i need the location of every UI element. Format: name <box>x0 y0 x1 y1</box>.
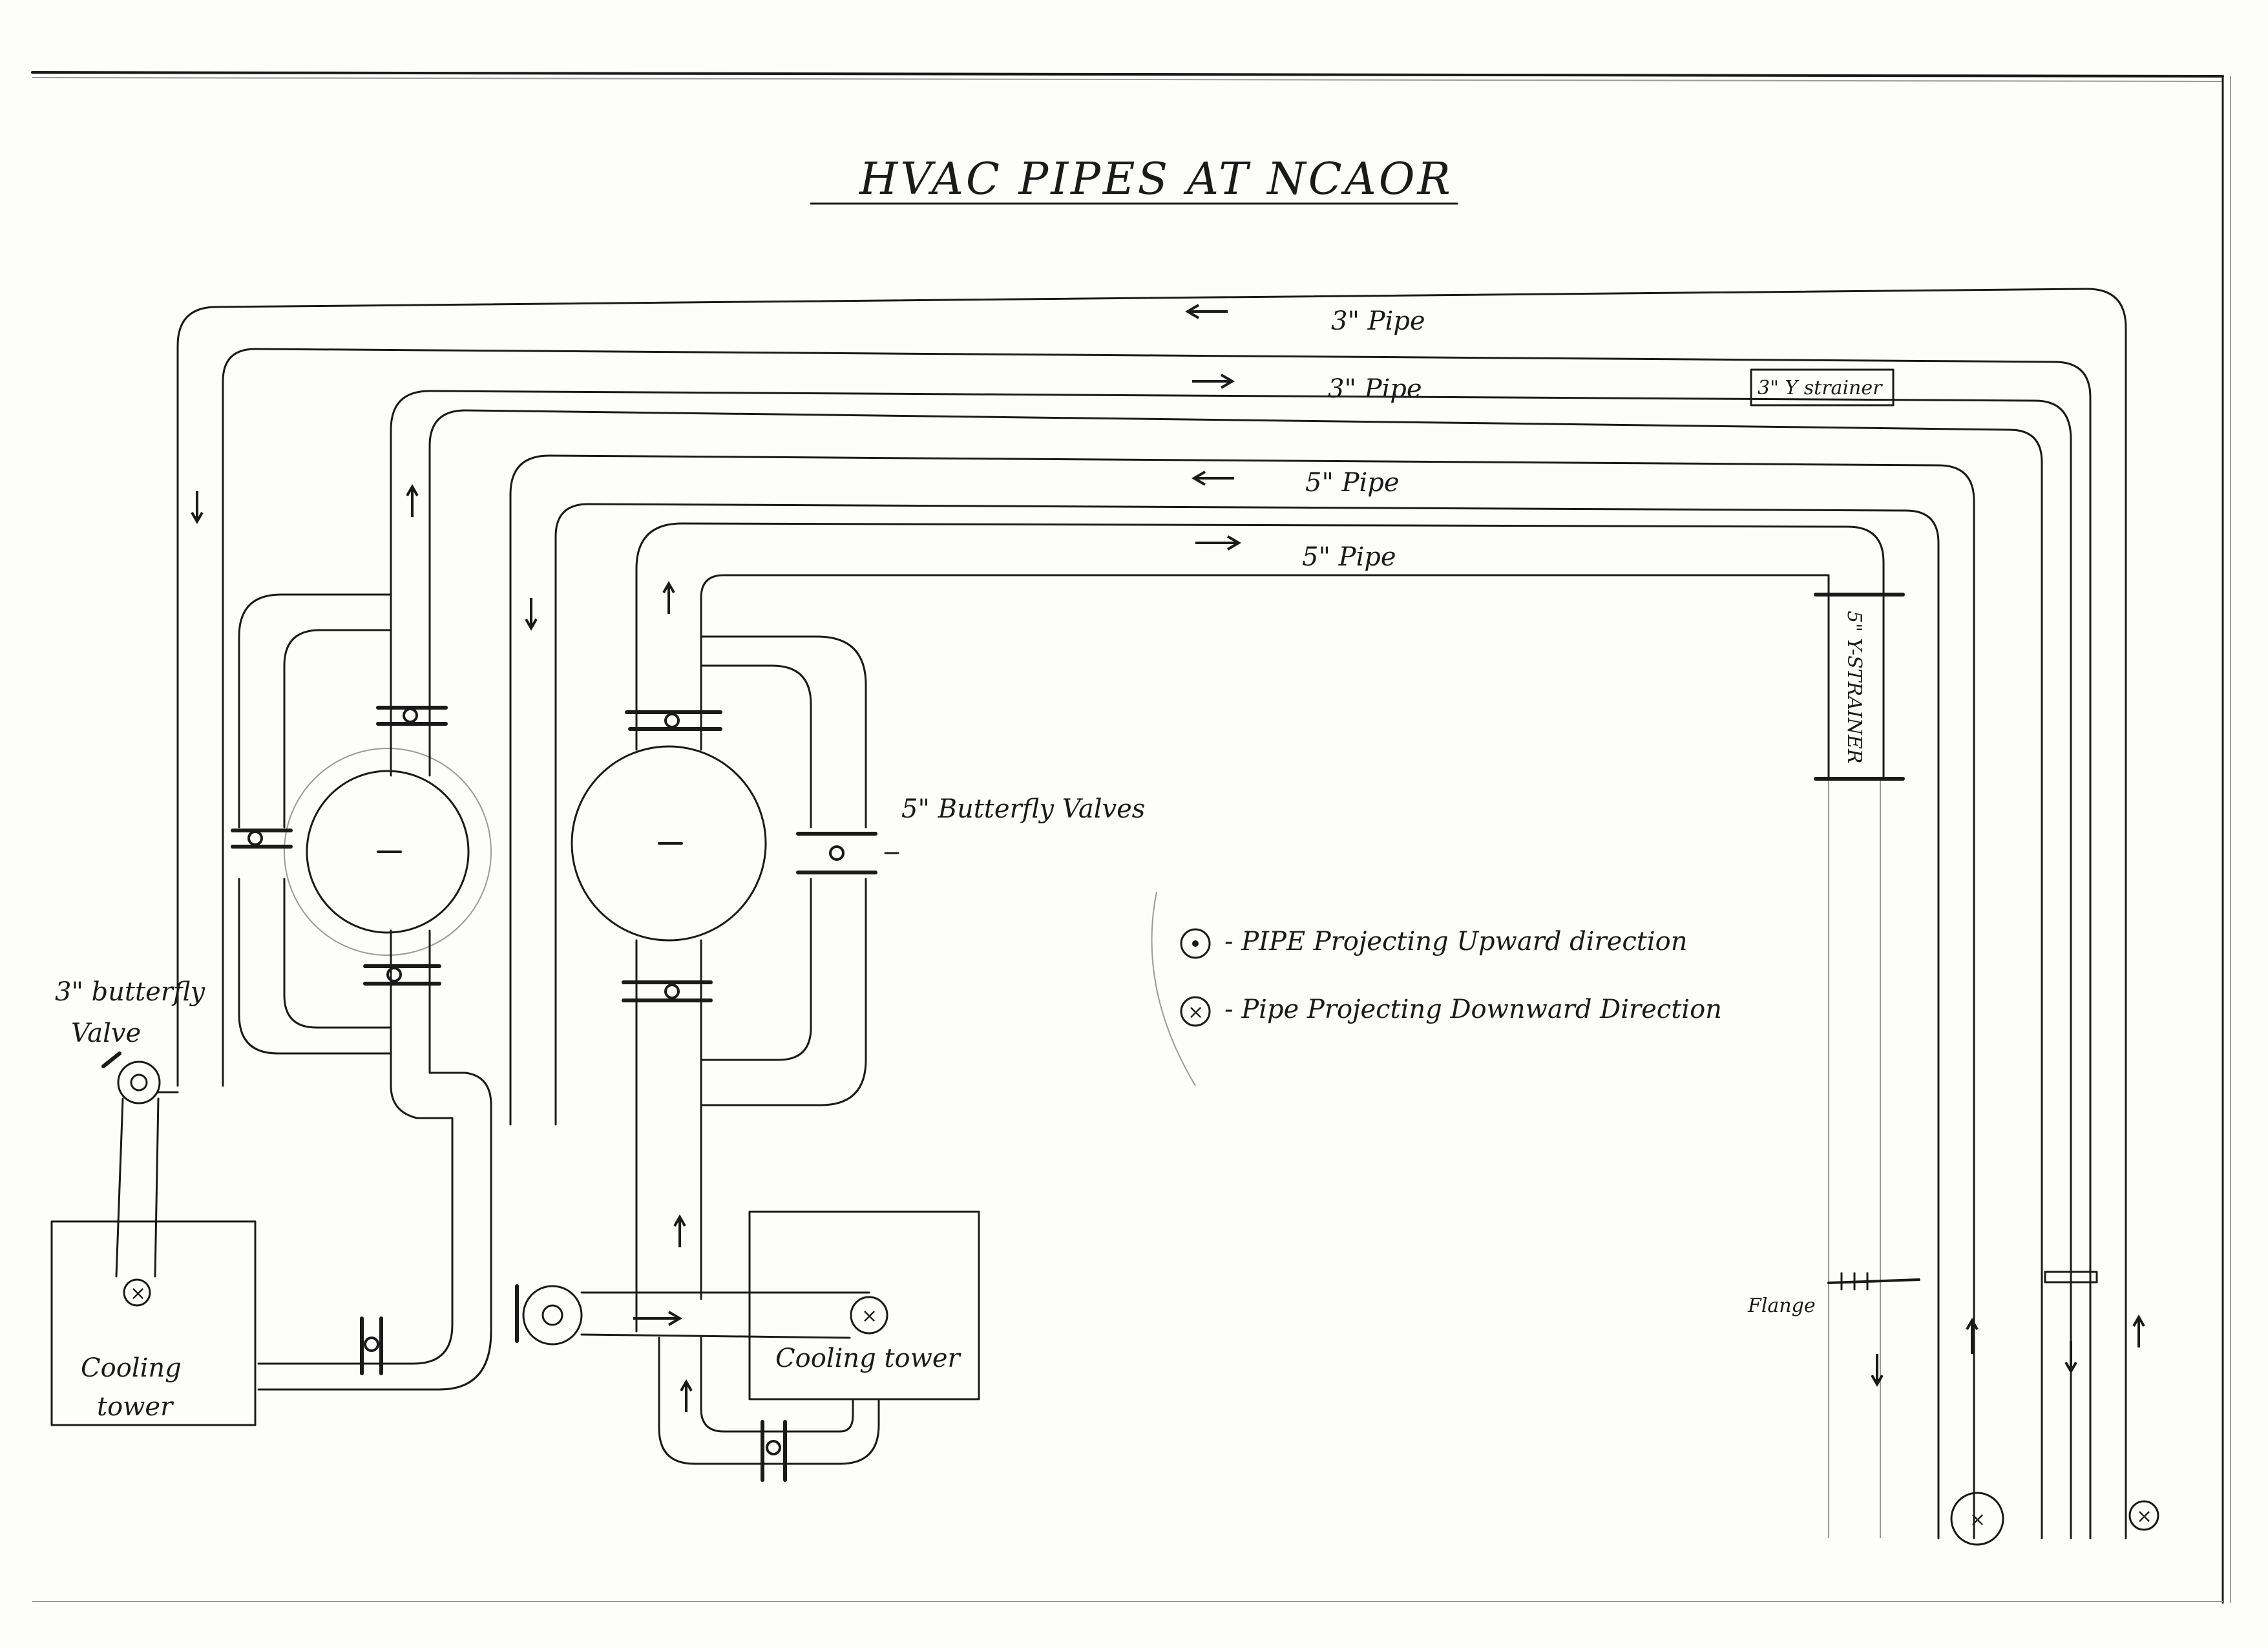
x-mark: × <box>861 1305 877 1327</box>
right-cooling-tower: Cooling tower <box>658 1210 980 1482</box>
butterfly-valve-icon <box>231 829 293 849</box>
x-mark: × <box>2136 1505 2152 1528</box>
pipe-down-symbol-icon <box>1180 996 1211 1027</box>
flange-label: Flange <box>1747 1294 1816 1317</box>
pipe-label-4: 5" Pipe <box>1302 542 1396 572</box>
y-strainer-3in-label: 3" Y strainer <box>1758 377 1883 399</box>
flange-area: Flange × × <box>1747 1271 2159 1546</box>
sheet-border <box>31 71 2231 1604</box>
left-tower-label-1: Cooling <box>81 1353 182 1383</box>
butterfly-valve-icon <box>622 980 713 1002</box>
pipe-run-5in-return <box>635 522 1885 1538</box>
y-strainer-5in: 5" Y-STRAINER <box>1814 593 1905 781</box>
flow-arrow-icon <box>1871 1354 1884 1388</box>
flow-arrow-icon <box>662 580 675 614</box>
cooling-tower-box <box>50 1220 257 1426</box>
butterfly-valve-icon <box>761 1420 787 1482</box>
y-strainer-5in-label: 5" Y-STRAINER <box>1843 611 1865 763</box>
butterfly-5in-label: 5" Butterfly Valves <box>884 794 1145 854</box>
page-title: HVAC PIPES AT NCAOR <box>858 154 1453 205</box>
right-pump-assembly: × <box>515 1284 888 1346</box>
flow-arrow-icon <box>1195 535 1241 551</box>
flow-arrow-icon <box>1966 1317 1979 1354</box>
x-mark: × <box>1188 1001 1204 1024</box>
pipe-run-3in-return <box>390 390 2072 1539</box>
pump-icon <box>522 1285 583 1346</box>
pipe-label-3: 5" Pipe <box>1305 468 1400 498</box>
flow-arrow-icon <box>673 1214 686 1247</box>
flow-arrow-icon <box>406 483 419 517</box>
butterfly-3in-label-line2: Valve <box>71 1019 141 1048</box>
left-pump-assembly: 3" butterfly Valve <box>55 977 206 1278</box>
left-tower-label-2: tower <box>97 1392 174 1422</box>
pipe-down-symbol-icon <box>1950 1492 2004 1546</box>
flow-arrow-icon <box>191 491 204 525</box>
flow-arrow-icon <box>2064 1341 2077 1375</box>
butterfly-valve-icon <box>625 710 722 731</box>
right-unit <box>571 619 877 1333</box>
pipe-run-3in-supply <box>176 288 2127 1539</box>
flow-arrow-icon <box>1192 470 1234 486</box>
pipe-run-5in-supply <box>509 454 1975 1539</box>
left-unit-circle <box>306 770 470 934</box>
butterfly-3in-label-line1: 3" butterfly <box>55 977 206 1007</box>
butterfly-valve-icon <box>360 1316 383 1375</box>
flow-arrow-icon <box>2132 1314 2145 1347</box>
pump-icon <box>117 1061 161 1104</box>
flow-arrow-icon <box>633 1311 682 1326</box>
left-cooling-tower: × Cooling tower <box>50 1220 383 1426</box>
legend-up-text: - PIPE Projecting Upward direction <box>1224 927 1687 956</box>
pipe-down-symbol-icon <box>850 1296 888 1335</box>
flange-icon-2 <box>2044 1271 2098 1284</box>
pipe-down-symbol-icon <box>123 1278 151 1307</box>
butterfly-valve-icon <box>796 832 877 874</box>
flange-icon <box>1827 1278 1920 1284</box>
y-strainer-3in: 3" Y strainer <box>1750 368 1895 407</box>
pipe-labels: 3" Pipe 3" Pipe 5" Pipe 5" Pipe <box>1302 306 1425 572</box>
butterfly-valve-icon <box>363 964 441 986</box>
flow-arrow-icon <box>680 1379 693 1412</box>
cooling-tower-box <box>748 1210 980 1400</box>
pipe-down-symbol-icon <box>2128 1500 2159 1531</box>
y-strainer-icon <box>1750 368 1895 407</box>
flow-arrow-icon <box>525 598 538 631</box>
x-mark: × <box>1969 1508 1986 1531</box>
flow-arrows-headers <box>1185 304 1241 551</box>
legend: - PIPE Projecting Upward direction × - P… <box>1151 891 1722 1086</box>
right-tower-label: Cooling tower <box>775 1344 962 1373</box>
pipe-label-1: 3" Pipe <box>1331 306 1425 336</box>
butterfly-5in-text: 5" Butterfly Valves <box>901 794 1145 824</box>
butterfly-valve-icon <box>376 706 448 726</box>
flow-arrow-icon <box>1192 374 1235 389</box>
x-mark: × <box>130 1282 146 1305</box>
left-unit <box>231 593 492 1391</box>
pipe-label-2: 3" Pipe <box>1328 374 1422 404</box>
flow-arrow-icon <box>1185 304 1228 319</box>
legend-down-text: - Pipe Projecting Downward Direction <box>1224 995 1722 1024</box>
pipe-up-symbol-icon <box>1180 928 1211 959</box>
right-unit-circle <box>571 745 767 942</box>
riser-arrows <box>191 483 675 631</box>
butterfly-valve-icon <box>101 1051 121 1068</box>
